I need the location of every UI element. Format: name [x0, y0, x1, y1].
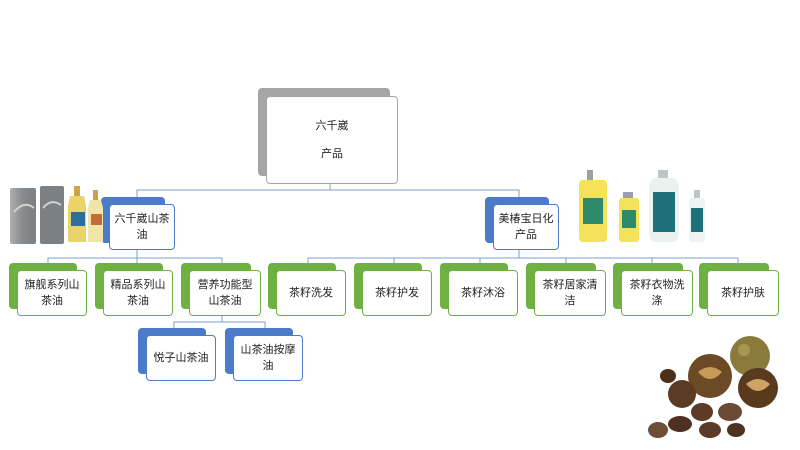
connector-root-right: [330, 189, 520, 200]
product-node-nutrition[interactable]: 营养功能型山茶油: [181, 263, 261, 316]
product-node-flagship[interactable]: 旗舰系列山茶油: [9, 263, 87, 316]
product-node-box: 山茶油按摩油: [233, 335, 303, 381]
branch-node-box: 美椿宝日化产品: [493, 204, 559, 250]
camellia-seeds-image: [648, 336, 778, 438]
product-node-box: 茶籽沐浴: [448, 270, 518, 316]
connector-level3-right: [222, 321, 266, 330]
product-node-skincare[interactable]: 茶籽护肤: [699, 263, 779, 316]
oil-bottles-image: [10, 186, 103, 244]
product-node-box: 旗舰系列山茶油: [17, 270, 87, 316]
product-node-laundry[interactable]: 茶籽衣物洗涤: [613, 263, 693, 316]
product-node-box: 悦子山茶油: [146, 335, 216, 381]
product-node-conditioner[interactable]: 茶籽护发: [354, 263, 432, 316]
root-node-box: 六千崴 产品: [266, 96, 398, 184]
product-node-box: 营养功能型山茶油: [189, 270, 261, 316]
connector-level3: [173, 314, 223, 330]
root-node[interactable]: 六千崴 产品: [258, 88, 400, 184]
product-node-massage-oil[interactable]: 山茶油按摩油: [225, 328, 303, 381]
product-node-premium[interactable]: 精品系列山茶油: [95, 263, 173, 316]
connector-left-branch: [47, 250, 138, 266]
root-line2: 产品: [321, 147, 343, 160]
product-node-box: 茶籽居家清洁: [534, 270, 606, 316]
product-node-box: 茶籽护发: [362, 270, 432, 316]
product-node-box: 茶籽衣物洗涤: [621, 270, 693, 316]
product-node-box: 茶籽护肤: [707, 270, 779, 316]
branch-node-camellia-oil[interactable]: 六千崴山茶油: [101, 197, 175, 250]
daily-chemical-bottles-image: [579, 170, 705, 242]
product-node-bath[interactable]: 茶籽沐浴: [440, 263, 518, 316]
product-node-box: 精品系列山茶油: [103, 270, 173, 316]
product-node-box: 茶籽洗发: [276, 270, 346, 316]
branch-node-box: 六千崴山茶油: [109, 204, 175, 250]
product-node-home-cleaning[interactable]: 茶籽居家清洁: [526, 263, 606, 316]
branch-node-daily-chemical[interactable]: 美椿宝日化产品: [485, 197, 559, 250]
root-line1: 六千崴: [315, 119, 349, 132]
product-node-shampoo[interactable]: 茶籽洗发: [268, 263, 346, 316]
connector-root: [136, 183, 331, 200]
product-node-yuezi[interactable]: 悦子山茶油: [138, 328, 216, 381]
